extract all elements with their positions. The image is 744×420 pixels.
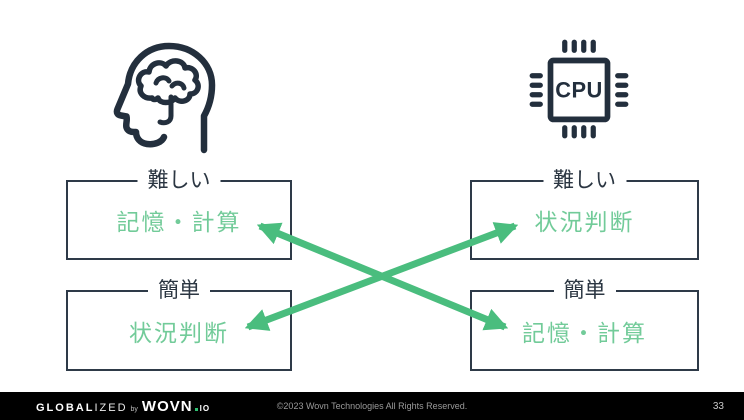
- logo-by-text: by: [130, 405, 138, 413]
- page-number: 33: [712, 400, 724, 412]
- box-legend: 簡単: [148, 277, 210, 305]
- cpu-icon: CPU: [529, 39, 629, 139]
- box-human-easy: 簡単 状況判断: [66, 277, 292, 371]
- box-value: 記憶・計算: [522, 319, 647, 346]
- logo-brand-text: WOVN: [141, 397, 193, 415]
- box-legend: 難しい: [543, 167, 626, 195]
- box-value: 状況判断: [129, 319, 229, 346]
- logo-tld-text: IO: [199, 403, 211, 413]
- brain-icon: [113, 42, 216, 154]
- logo-ized-text: IZED: [94, 401, 128, 414]
- box-value: 状況判断: [534, 209, 635, 235]
- box-cpu-difficult: 難しい 状況判断: [470, 167, 699, 260]
- cpu-label: CPU: [555, 78, 603, 103]
- logo-dot-icon: [194, 407, 198, 411]
- box-cpu-easy: 簡単 記憶・計算: [470, 277, 699, 371]
- box-legend: 簡単: [553, 277, 616, 305]
- box-human-difficult: 難しい 記憶・計算: [66, 167, 292, 260]
- copyright-text: ©2023 Wovn Technologies All Rights Reser…: [276, 401, 468, 411]
- logo-global-text: GLOBAL: [36, 401, 95, 414]
- box-value: 記憶・計算: [116, 209, 242, 235]
- box-legend: 難しい: [137, 167, 221, 195]
- arrow-tl-br: [256, 222, 509, 331]
